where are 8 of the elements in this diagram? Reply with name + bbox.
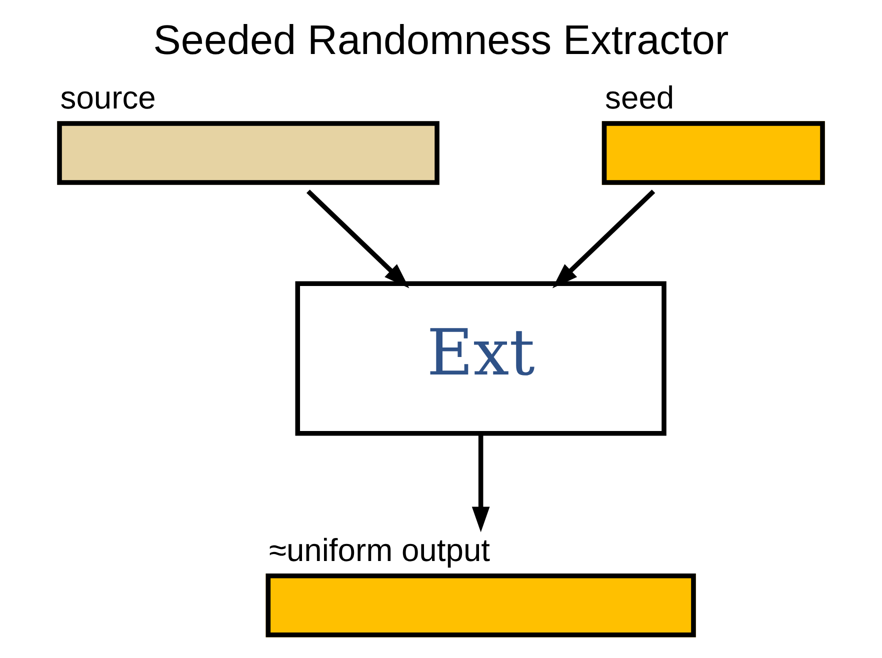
diagram-title: Seeded Randomness Extractor: [153, 16, 729, 63]
node-label: source: [60, 79, 156, 116]
arrow: [552, 190, 656, 288]
node-label: ≈uniform output: [268, 532, 490, 568]
arrow: [306, 190, 410, 288]
arrow: [472, 434, 490, 532]
node-box: Ext: [295, 281, 666, 436]
node-label: seed: [605, 79, 674, 116]
